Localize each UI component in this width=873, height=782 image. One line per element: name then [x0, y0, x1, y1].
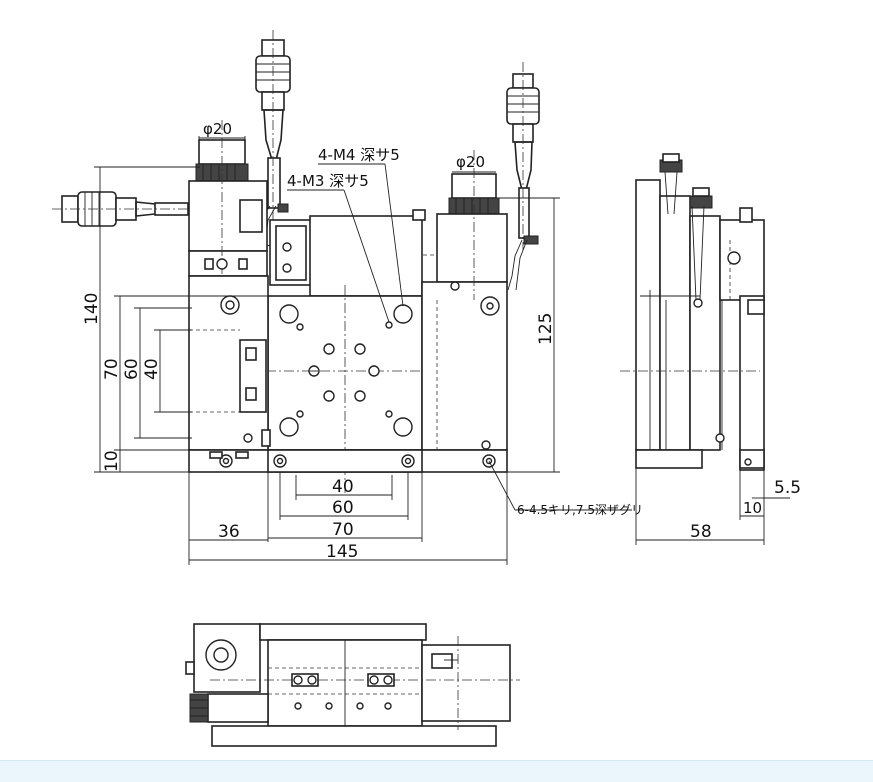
- left-dimensions: [94, 166, 200, 473]
- dim-5-5: 5.5: [774, 478, 801, 498]
- left-cable-connector: [52, 191, 200, 227]
- dim-70-bottom: 70: [332, 520, 354, 540]
- tap-m3-note: 4-M3 深サ5: [287, 172, 369, 190]
- dim-40-vertical: 40: [142, 358, 162, 380]
- dim-145: 145: [326, 542, 358, 562]
- dim-10-left: 10: [102, 450, 122, 472]
- top-cable-connector: [255, 30, 291, 247]
- dim-125: 125: [536, 313, 556, 345]
- knob-dia-right-label: φ20: [456, 153, 485, 171]
- bottom-dimensions: [188, 472, 508, 565]
- dim-60: 60: [122, 358, 142, 380]
- left-motor: [188, 120, 268, 295]
- right-motor: [421, 150, 508, 451]
- dim-60-bottom: 60: [332, 498, 354, 518]
- dim-36: 36: [218, 522, 240, 542]
- tap-m4-note: 4-M4 深サ5: [318, 146, 400, 164]
- side-view: [620, 153, 790, 545]
- technical-drawing: φ20: [52, 30, 801, 747]
- mount-holes-note: 6-4.5キリ,7.5深ザグリ: [517, 503, 643, 517]
- base-plate: [188, 449, 508, 473]
- front-view: φ20: [52, 30, 643, 565]
- top-view: [185, 623, 520, 747]
- dim-140: 140: [82, 293, 102, 325]
- knob-dia-left-label: φ20: [203, 120, 232, 138]
- left-guide-block: [188, 275, 271, 451]
- dim-40-bottom: 40: [332, 477, 354, 497]
- dim-10-side: 10: [743, 499, 762, 517]
- dim-70: 70: [102, 358, 122, 380]
- right-dimension-125: [499, 197, 560, 473]
- main-stage: [230, 285, 440, 495]
- footer-bar: [0, 760, 873, 782]
- upper-stage: [309, 215, 423, 297]
- right-cable-connector: [506, 62, 540, 291]
- dim-58: 58: [690, 522, 712, 542]
